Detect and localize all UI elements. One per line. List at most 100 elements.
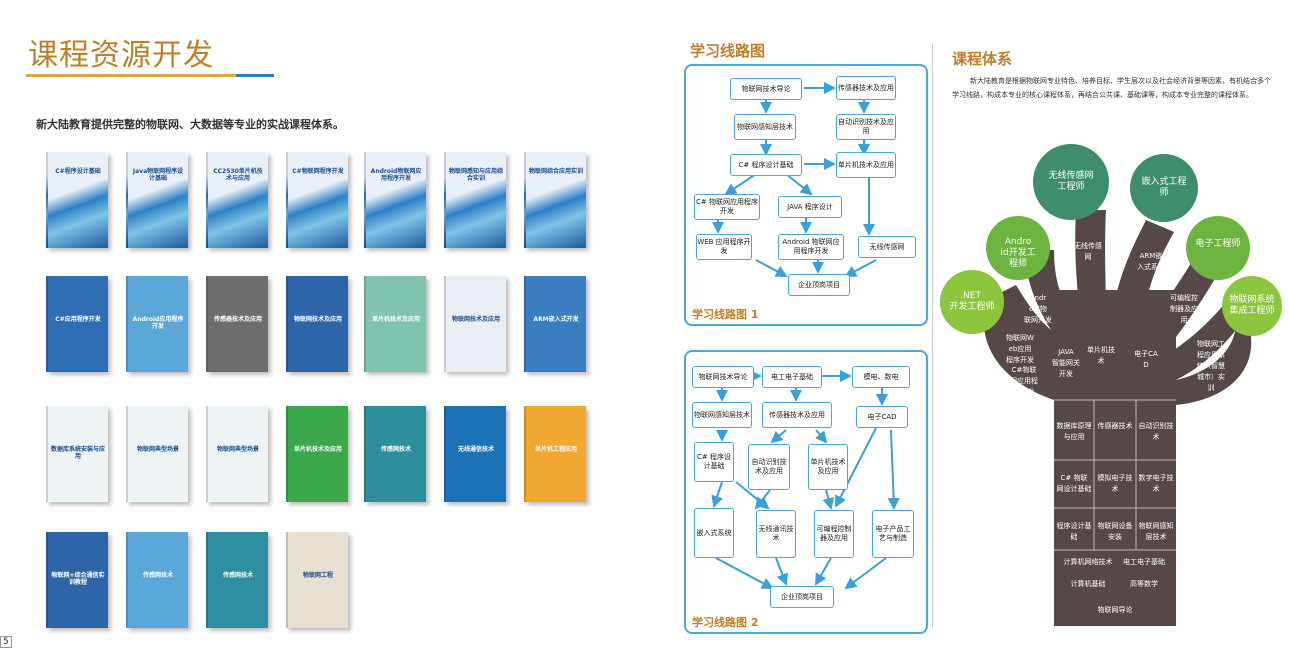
book-title: C#应用程序开发 bbox=[55, 316, 101, 323]
book-title: 物联网技术及应用 bbox=[451, 316, 500, 323]
trunk-course-label: 程序设计基础 bbox=[1057, 521, 1092, 541]
branch-label: ARM嵌入式系统 bbox=[1137, 252, 1165, 271]
trunk-course-label: 高等数学 bbox=[1130, 579, 1158, 588]
map1-node-7: C# 物联网应用程序开发 bbox=[694, 194, 760, 220]
lead-text: 新大陆教育提供完整的物联网、大数据等专业的实战课程体系。 bbox=[36, 118, 344, 131]
trunk-course-label: 自动识别技术 bbox=[1139, 421, 1174, 441]
map2-node-7: C# 程序设计基础 bbox=[694, 442, 734, 482]
book-cover: C#应用程序开发 bbox=[46, 276, 108, 372]
book-cover: C#物联网程序开发 bbox=[286, 152, 348, 248]
map2-node-14: 企业顶岗项目 bbox=[770, 586, 834, 608]
page-number: 5 bbox=[0, 636, 12, 648]
map2-node-6: 电子CAD bbox=[856, 406, 908, 428]
title-underline-accent bbox=[236, 74, 274, 77]
book-title: Android应用程序开发 bbox=[132, 316, 184, 330]
page-title: 课程资源开发 bbox=[28, 38, 214, 73]
trunk-course-label: 物联网设备安装 bbox=[1098, 521, 1133, 541]
book-cover: Android应用程序开发 bbox=[126, 276, 188, 372]
circle-wsn-engineer bbox=[1033, 144, 1109, 220]
book-cover: 传感网技术 bbox=[206, 532, 268, 628]
book-cover: 物联网工程 bbox=[286, 532, 348, 628]
circle-dotnet-engineer bbox=[940, 270, 1004, 334]
book-title: 数据库系统安装与应用 bbox=[51, 446, 106, 460]
career-circle-label: 电子工程师 bbox=[1195, 237, 1240, 249]
book-cover: 单片机技术及应用 bbox=[286, 406, 348, 502]
book-title: C#物联网程序开发 bbox=[292, 168, 344, 175]
book-cover: 单片机技术及应用 bbox=[364, 276, 426, 372]
book-cover: 物联网综合应用实训 bbox=[524, 152, 586, 248]
course-system-title: 课程体系 bbox=[952, 50, 1013, 68]
circle-android-engineer bbox=[986, 216, 1050, 280]
roadmap-2-arrows bbox=[711, 370, 900, 590]
branch-label: 物联网工程应用系统（智慧城市）实训 bbox=[1197, 339, 1225, 392]
branch-label: 无线传感网 bbox=[1074, 241, 1102, 261]
book-cover: Android物联网应用程序开发 bbox=[364, 152, 426, 248]
book-cover: 物联网技术及应用 bbox=[286, 276, 348, 372]
roadmap-1-arrows bbox=[712, 82, 877, 277]
branch-left-fill bbox=[983, 300, 1054, 400]
career-circle-label: 物联网系统集成工程师 bbox=[1229, 293, 1274, 316]
map1-node-3: 物联网感知层技术 bbox=[734, 114, 796, 140]
map1-node-6: 单片机技术及应用 bbox=[836, 152, 896, 178]
book-cover: 物联网典型场景 bbox=[126, 406, 188, 502]
book-title: 物联网工程 bbox=[302, 572, 333, 579]
circle-electronic-engineer bbox=[1186, 216, 1250, 280]
branch-electronic bbox=[1141, 255, 1221, 350]
book-title: Android物联网应用程序开发 bbox=[370, 168, 422, 182]
column-divider bbox=[932, 44, 933, 628]
circle-embedded-engineer bbox=[1130, 154, 1198, 222]
book-cover: 物联网感知与应用综合实训 bbox=[444, 152, 506, 248]
book-cover: 单片机工程应用 bbox=[524, 406, 586, 502]
map1-node-8: JAVA 程序设计 bbox=[778, 196, 842, 218]
branch-android bbox=[1024, 250, 1081, 345]
map2-node-10: 嵌入式系统 bbox=[694, 508, 734, 558]
title-underline bbox=[26, 74, 236, 77]
branch-dotnet bbox=[986, 285, 1066, 370]
tree-trunk bbox=[1054, 290, 1176, 626]
book-title: 物联网+综合通信实训教程 bbox=[51, 572, 105, 586]
map1-node-5: C# 程序设计基础 bbox=[730, 154, 802, 176]
book-title: 物联网综合应用实训 bbox=[529, 168, 584, 175]
book-title: ARM嵌入式开发 bbox=[533, 316, 579, 323]
map2-node-3: 模电、数电 bbox=[852, 366, 910, 388]
book-title: 物联网感知与应用综合实训 bbox=[449, 168, 504, 182]
circle-integration-engineer bbox=[1222, 276, 1282, 336]
branch-right-fill bbox=[1176, 315, 1252, 405]
book-title: 物联网技术及应用 bbox=[293, 316, 342, 323]
book-cover: 传感器技术及应用 bbox=[206, 276, 268, 372]
branch-label: 单片机技术 bbox=[1087, 345, 1115, 365]
book-cover: Java物联网程序设计基础 bbox=[126, 152, 188, 248]
map2-node-4: 物联网感知层技术 bbox=[692, 402, 752, 428]
book-title: Java物联网程序设计基础 bbox=[132, 168, 184, 182]
map2-node-9: 单片机技术及应用 bbox=[808, 444, 848, 490]
branch-label: C#物联网应用程序开发 bbox=[1010, 365, 1038, 396]
career-circle-label: 嵌入式工程师 bbox=[1141, 175, 1186, 198]
trunk-course-label: 计算机基础 bbox=[1071, 579, 1106, 588]
branch-arm bbox=[1111, 220, 1174, 330]
map1-node-4: 自动识别技术及应用 bbox=[836, 114, 896, 140]
map1-label: 学习线路图 1 bbox=[692, 308, 759, 321]
book-cover: 传感网技术 bbox=[126, 532, 188, 628]
book-cover: 数据库系统安装与应用 bbox=[46, 406, 108, 502]
map2-label: 学习线路图 2 bbox=[692, 616, 759, 629]
book-title: 单片机技术及应用 bbox=[371, 316, 420, 323]
book-cover: 传感网技术 bbox=[364, 406, 426, 502]
book-cover: 无线通信技术 bbox=[444, 406, 506, 502]
book-title: 物联网典型场景 bbox=[136, 446, 179, 453]
map1-node-9: WEB 应用程序开发 bbox=[696, 234, 752, 260]
book-title: 传感网技术 bbox=[142, 572, 173, 579]
trunk-course-label: C# 物联网设计基础 bbox=[1057, 473, 1092, 493]
map2-node-12: 可编程控制器及应用 bbox=[814, 510, 854, 558]
book-title: 物联网典型场景 bbox=[216, 446, 259, 453]
map1-node-11: 无线传感网 bbox=[858, 236, 916, 258]
map2-node-1: 物联网技术导论 bbox=[692, 366, 754, 388]
book-title: 传感器技术及应用 bbox=[213, 316, 262, 323]
career-circle-label: .NET 开发工程师 bbox=[949, 291, 994, 312]
map2-node-2: 电工电子基础 bbox=[762, 366, 822, 388]
book-cover: 物联网+综合通信实训教程 bbox=[46, 532, 108, 628]
book-cover: ARM嵌入式开发 bbox=[524, 276, 586, 372]
book-cover: 物联网技术及应用 bbox=[444, 276, 506, 372]
